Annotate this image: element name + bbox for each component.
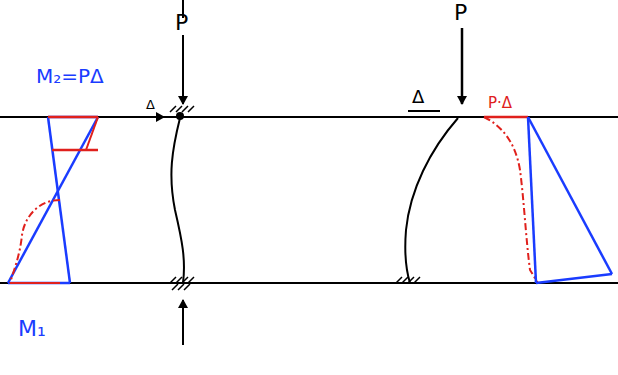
load-label: P [175, 12, 188, 34]
moment-label: M₁ [18, 318, 46, 340]
moment-label: M₂=PΔ [36, 66, 104, 86]
displacement-label: Δ [412, 88, 424, 106]
displacement-label: Δ [146, 98, 155, 111]
moment-label: P·Δ [488, 96, 512, 111]
load-label: P [454, 2, 467, 24]
